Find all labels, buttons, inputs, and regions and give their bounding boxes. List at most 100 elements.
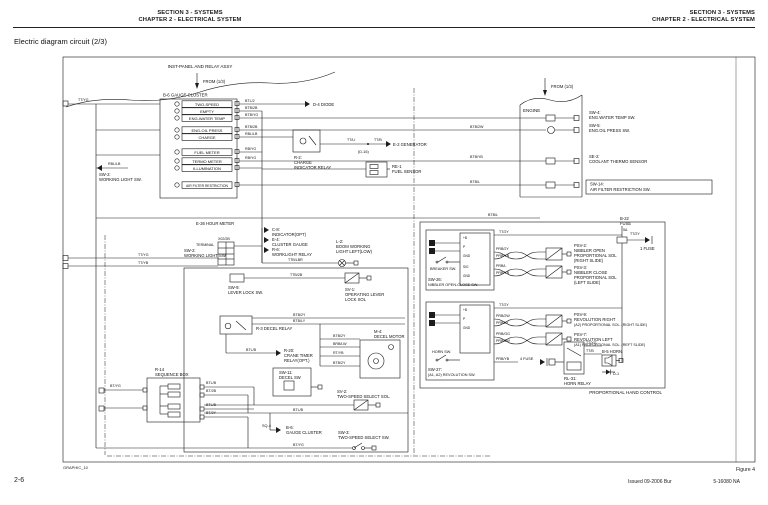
row-fuel-meter-lamp-icon [174,149,180,155]
wire-brblw: BRB/LW [333,342,347,346]
wire-tt2y-b: TT/2Y [499,303,509,307]
sv2-label-2: TWO-SPEED SELECT SOL. [337,394,390,399]
terminal-label: TERMINAL [196,243,214,247]
row-empty-pin [234,108,240,113]
crane-timer-arrow-icon [276,350,281,356]
left-bus-wires [62,100,540,448]
psv9-label-3: (A2) PROPORTIONAL SOL. (RIGHT SLIDE) [574,323,647,327]
b22-fuse-label-2: FUSE [620,221,631,226]
sw2-mid-label-2: WORKING LIGHT SW [184,253,226,258]
wire-rbllb-left: RBL/LB [108,162,121,166]
header-rule [13,27,755,28]
sv1-label-2: OPERATING LEVER [345,292,384,297]
r20-label-2: CRANE TIMER [284,353,313,358]
sq4-label: SQ-4 [262,424,271,428]
b22-fuse-label-1: B-22 [620,216,630,221]
wire-btbl: BTB/L [470,180,480,184]
ctrl-a-pin-gnd2: GND [463,274,471,278]
e4-arrow-icon [264,237,269,243]
sw5-label-1: SW-5: [589,123,601,128]
charge-indicator-relay [292,129,391,153]
wire-btyg-seq: BT/YG [110,384,121,388]
fuel-sensor [365,161,390,178]
working-light-connector [62,241,235,269]
breaker-switch-icon [437,256,447,263]
row-eng-water-temp-box [181,114,233,122]
row-empty-box [181,107,233,115]
wire-ttb-relay: TT/B [586,349,594,353]
row-termo-meter-lamp-icon [174,158,180,164]
from-right-arrow-icon [543,78,547,96]
psv7-label-3: (A1) PROPORTIONAL SOL. (REFT SLIDE) [574,343,645,347]
wire-prb2w-2: PRB/2W [496,339,510,343]
sw4-label-2: ENG.WATER TEMP SW. [589,115,635,120]
row-termo-meter-pin [234,158,240,163]
psv2-label-1: PSV-2: [574,243,587,248]
decel-switch-box [272,367,312,397]
page-number: 2-6 [14,477,25,484]
decel-circuit [219,315,405,397]
wire-ttli: TT/LI [347,138,355,142]
ctrl-a-pin-p: P [463,245,465,249]
e4-label-1: E-4: [272,237,280,242]
psv3-label-4: (LEFT SLIDE) [574,280,601,285]
sw14-label-box [585,179,713,195]
header-left: SECTION 3 - SYSTEMS CHAPTER 2 - ELECTRIC… [0,10,380,24]
se2-label-1: SE-2: [589,154,599,159]
row-charge-lamp-icon [174,134,180,140]
r2-relay-label-1: R-2: [294,155,302,160]
l2-label-2: BOOM WORKING [336,244,370,249]
mid-arrow-stack [234,227,338,264]
sw3-label-2: TWO-SPEED SELECT SW. [338,435,390,440]
row-illumination: ILLUMINATION [193,166,221,171]
row-eng-water-temp-pin [234,115,240,120]
engine-label: ENGINE [523,108,540,113]
wire-btbyb: BTB/YB [470,155,483,159]
sw2-left-label-1: SW-2: [99,172,111,177]
psv3-label-3: PROPORTIONAL SOL [574,275,617,280]
wire-rbllb: RBL/LB [245,132,258,136]
row-charge-box [181,133,233,141]
ctrl-a-pin-sig: SIG [463,265,469,269]
wire-btb2y-2: BTB/2Y [333,334,346,338]
row-illumination-pin [234,165,240,170]
wire-btl2: BTL/2 [245,99,255,103]
sv2-label-1: SV-2: [337,389,347,394]
horn-relay-box [563,341,585,375]
row-termo-meter-box [181,157,233,165]
fuse-arrow-icon [540,359,545,365]
row-fuel-meter-pin [234,149,240,154]
breaker-sw-label: BREAKER SW. [430,267,456,271]
b6-arrow-label-1: B-6: [286,425,294,430]
r6-label-2: WORKLIGHT RELAY [272,252,312,257]
c8-arrow-icon [264,227,269,233]
hour-meter-label: E-26 HOUR METER [196,221,234,226]
harness-boundary-left [65,71,336,108]
wire-btb2b-1: BTB/2B [245,106,258,110]
nibbler-switch-box [425,229,495,291]
psv9-label-2: REVOLUTION RIGHT [574,317,616,322]
two-speed-circuit [96,399,408,451]
sw4-label-1: SW-4: [589,110,601,115]
sv1-label-3: LOCK SOL [345,297,367,302]
sequence-box [98,377,255,448]
from-left-label: FROM (1/3) [203,79,226,84]
wire-ttyb-mid: TT/YB [138,261,149,265]
b6-arrow-label-2: GAUGE CLUSTER [286,430,322,435]
r20-label-1: R-20: [284,348,294,353]
header-right-line2: CHAPTER 2 - ELECTRICAL SYSTEM [652,17,755,23]
thermo-sensor-icon [545,157,556,165]
decel-switch-icon [283,380,295,391]
ctrl-b-pin-b: +B [463,308,467,312]
wire-prbyb-1: PRB/YB [496,254,510,258]
wire-out-2: BT/2B [206,389,217,393]
sv1-label-1: SV-1: [345,287,355,292]
row-charge: CHARGE [198,135,215,140]
row-eng-water-temp-lamp-icon [174,115,180,121]
wire-btbl-hm: BTB/L [488,213,498,217]
horn-box [601,354,617,367]
gauge-cluster-box [159,98,238,199]
wire-out-3: BTL/B [206,403,217,407]
prop-caption: PROPORTIONAL HAND CONTROL [589,390,662,395]
